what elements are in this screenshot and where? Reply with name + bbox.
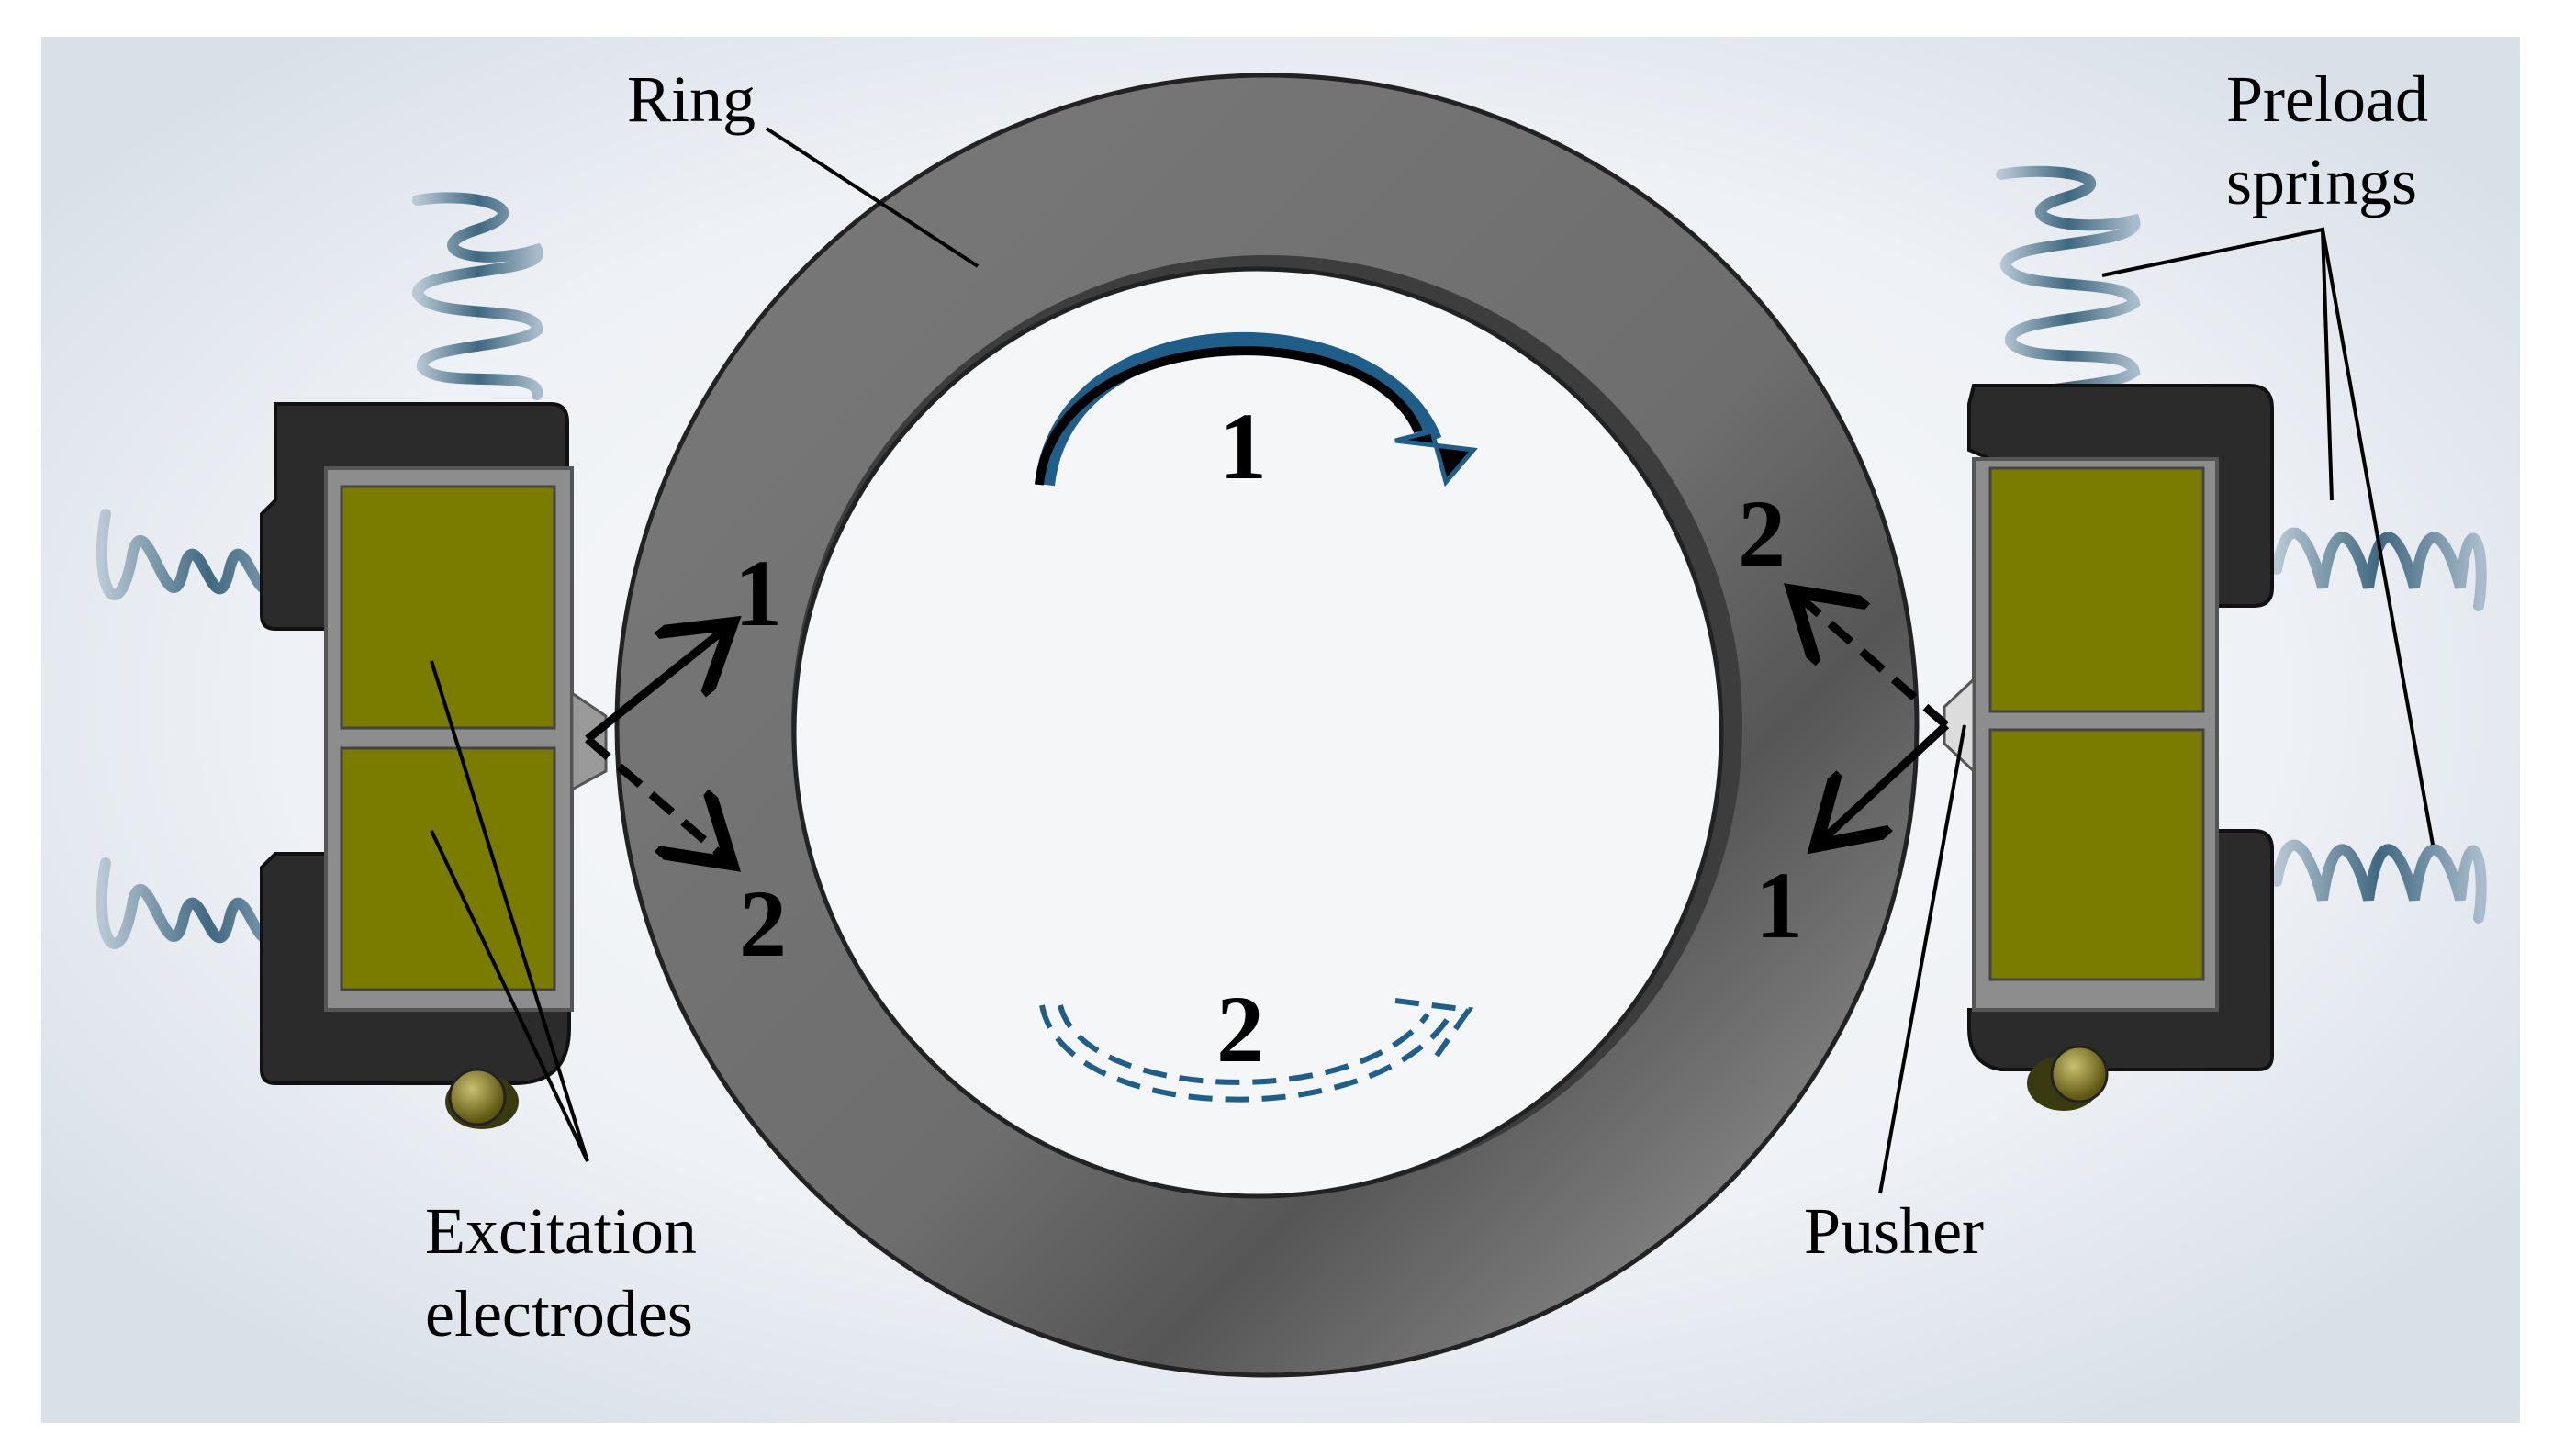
preload-leader-bottom <box>2321 229 2435 846</box>
excitation-label-line1: Excitation <box>425 1194 697 1268</box>
ring-label: Ring <box>627 62 756 136</box>
left-motion-vectors <box>585 629 725 858</box>
pusher-label: Pusher <box>1804 1194 1984 1268</box>
excitation-label-line2: electrodes <box>425 1277 693 1350</box>
pusher-leader <box>1878 724 1966 1194</box>
right-electrode-bottom <box>1988 728 2205 981</box>
right-upper-side-spring <box>2271 527 2487 611</box>
left-vector-2 <box>585 735 725 858</box>
right-vector-1 <box>1822 722 1950 840</box>
preload-label-line2: springs <box>2226 145 2418 218</box>
left-electrode-bottom <box>340 746 556 991</box>
ring-leader <box>765 127 980 268</box>
right-actuator <box>1943 165 2487 1111</box>
right-pusher <box>1943 676 1976 775</box>
right-pin <box>2050 1045 2109 1103</box>
right-vector-1-label: 1 <box>1755 853 1803 958</box>
rotation-number-1: 1 <box>1219 394 1267 499</box>
rotation-arrow-2 <box>1039 998 1474 1103</box>
left-electrode-top <box>340 485 556 730</box>
right-motion-vectors <box>1799 597 1950 840</box>
right-electrode-top <box>1988 466 2205 713</box>
ring-hole <box>791 266 1724 1199</box>
right-vector-2-label: 2 <box>1738 481 1786 587</box>
excitation-leader-1 <box>430 660 589 1162</box>
left-actuator <box>95 192 608 1129</box>
rotation-number-2: 2 <box>1216 977 1264 1082</box>
right-vector-2 <box>1799 597 1949 729</box>
leader-lines <box>430 127 2435 1194</box>
rotation-arrow-1-head <box>1394 428 1478 487</box>
left-top-spring <box>411 192 543 400</box>
excitation-leader-2 <box>430 830 589 1162</box>
rotation-arrow-1 <box>1035 332 1478 487</box>
left-pin <box>448 1068 507 1126</box>
left-vector-1 <box>585 629 725 743</box>
right-top-spring <box>1996 165 2141 409</box>
left-vector-1-label: 1 <box>734 541 782 646</box>
left-vector-2-label: 2 <box>739 871 787 977</box>
preload-label-line1: Preload <box>2226 62 2428 136</box>
right-lower-side-spring <box>2271 839 2487 924</box>
ring <box>614 73 1920 1378</box>
